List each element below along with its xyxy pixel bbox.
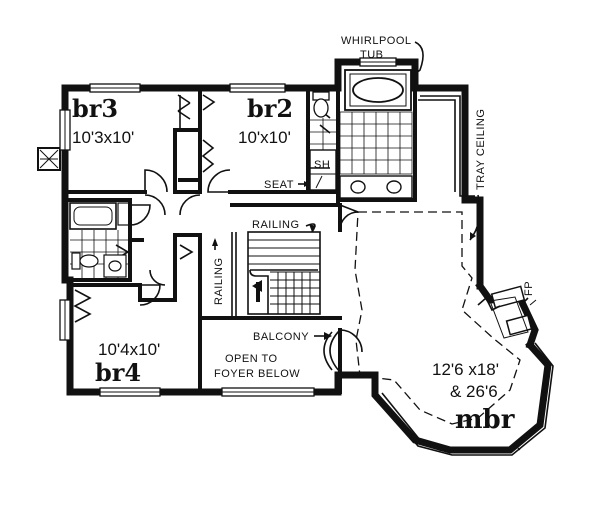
room-size-br2: 10'x10' [238, 128, 291, 147]
tray-ceiling-area: TRAY CEILING [418, 95, 487, 241]
label-seat: SEAT [264, 179, 294, 191]
hall-bath [69, 202, 131, 278]
tray-ceiling-outline [354, 211, 521, 425]
toilet-tile [310, 118, 336, 150]
label-balcony: BALCONY [253, 331, 309, 343]
room-name-br3: br3 [72, 94, 118, 123]
master-bath: WHIRLPOOL TUB [264, 35, 424, 199]
room-size-br4: 10'4x10' [98, 340, 160, 359]
label-tray-ceiling: TRAY CEILING [475, 109, 487, 190]
label-whirlpool: WHIRLPOOL [341, 35, 412, 47]
room-name-mbr: mbr [455, 405, 515, 435]
stair [247, 231, 321, 315]
windows [59, 57, 397, 397]
label-railing-top: RAILING [252, 219, 300, 231]
room-size-mbr-1: 12'6 x18' [432, 360, 499, 379]
room-name-br4: br4 [95, 358, 141, 387]
interior-walls [65, 86, 417, 394]
bay-window [377, 342, 554, 456]
room-br2: br2 10'x10' [238, 94, 293, 147]
room-mbr: 12'6 x18' & 26'6 mbr [432, 360, 515, 435]
fireplace [475, 281, 539, 350]
label-fireplace: FP [523, 281, 535, 296]
label-foyer-below: FOYER BELOW [214, 368, 300, 380]
label-open-to: OPEN TO [225, 353, 278, 365]
room-size-br3: 10'3x10' [72, 128, 134, 147]
room-name-br2: br2 [247, 94, 293, 123]
room-size-mbr-2: & 26'6 [450, 382, 498, 401]
label-shower: SH [314, 159, 330, 171]
chimney-left [37, 147, 61, 171]
room-br4: 10'4x10' br4 [95, 340, 160, 387]
room-br3: br3 10'3x10' [72, 94, 134, 147]
bath-tile [339, 111, 413, 175]
label-railing-side: RAILING [213, 257, 225, 305]
